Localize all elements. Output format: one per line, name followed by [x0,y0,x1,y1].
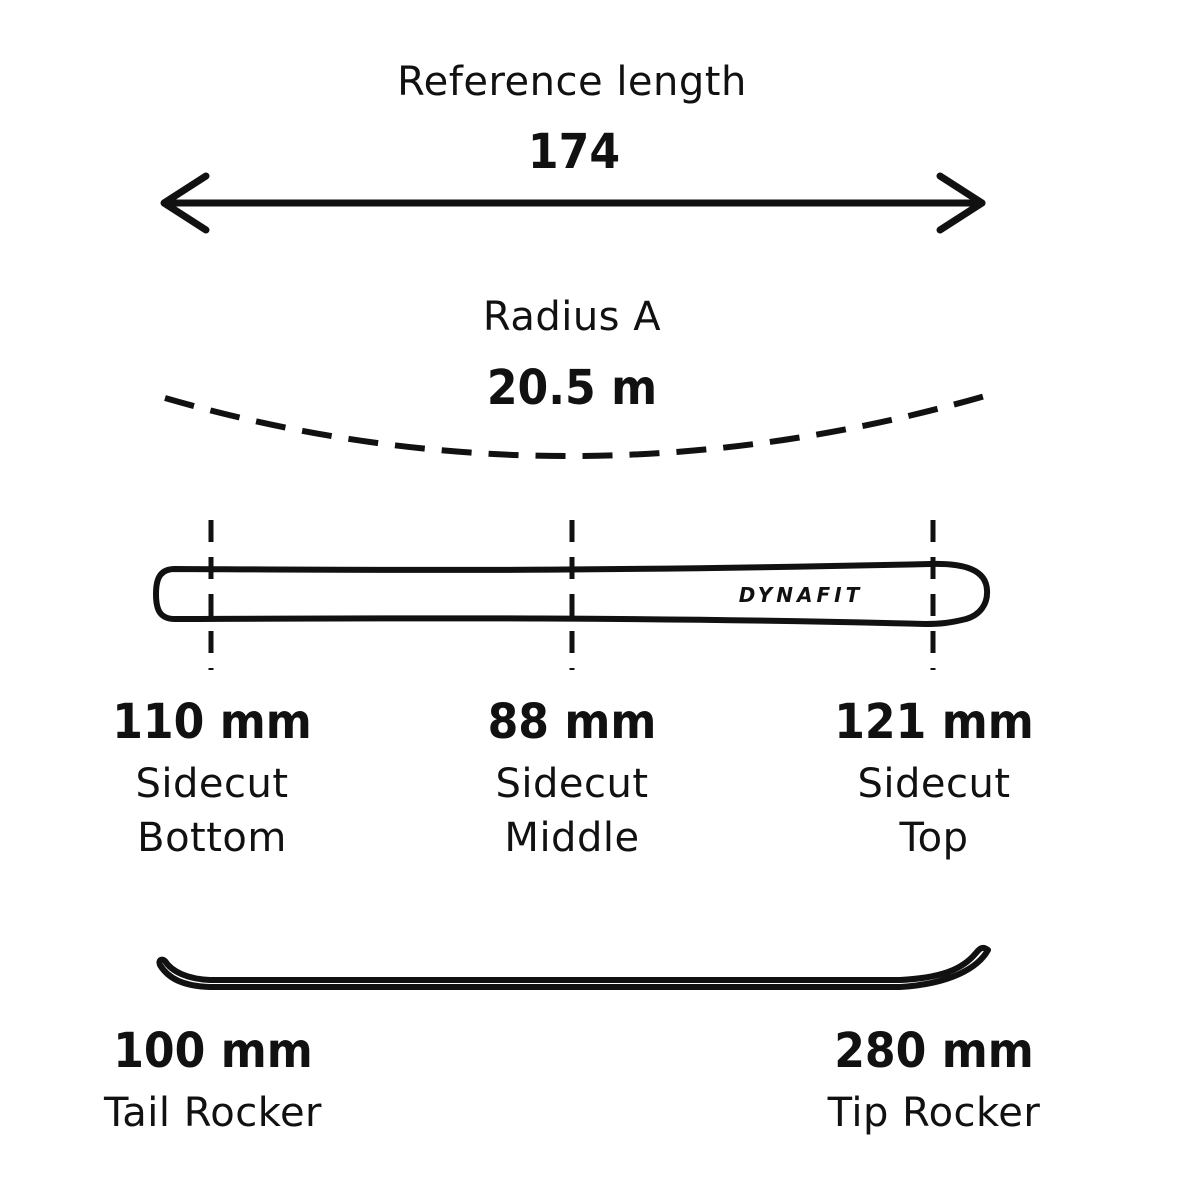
tail-rocker-label: Tail Rocker [103,1090,323,1136]
ski-top-view [153,560,991,627]
sidecut-top-value: 121 mm [834,694,1034,750]
reference-length-label: Reference length [397,59,747,105]
sidecut-top-label-line2: Top [899,815,969,861]
reference-length-arrow [160,172,986,234]
sidecut-middle-label-line2: Middle [504,815,640,861]
sidecut-bottom-value: 110 mm [112,694,312,750]
sidecut-guides [208,520,936,670]
ski-side-profile [156,944,991,990]
sidecut-top-label-line1: Sidecut [857,761,1011,807]
sidecut-bottom-label-line1: Sidecut [135,761,289,807]
tip-rocker-label: Tip Rocker [827,1090,1041,1136]
tip-rocker-value: 280 mm [834,1023,1034,1079]
sidecut-bottom-label-line2: Bottom [137,815,287,861]
radius-arc [164,393,986,459]
dynafit-logo: DYNAFIT [739,583,864,607]
reference-length-value: 174 [527,124,621,180]
radius-label: Radius A [482,294,662,340]
tail-rocker-value: 100 mm [113,1023,313,1079]
sidecut-middle-label-line1: Sidecut [495,761,649,807]
radius-value: 20.5 m [486,360,658,416]
sidecut-middle-value: 88 mm [487,694,657,750]
